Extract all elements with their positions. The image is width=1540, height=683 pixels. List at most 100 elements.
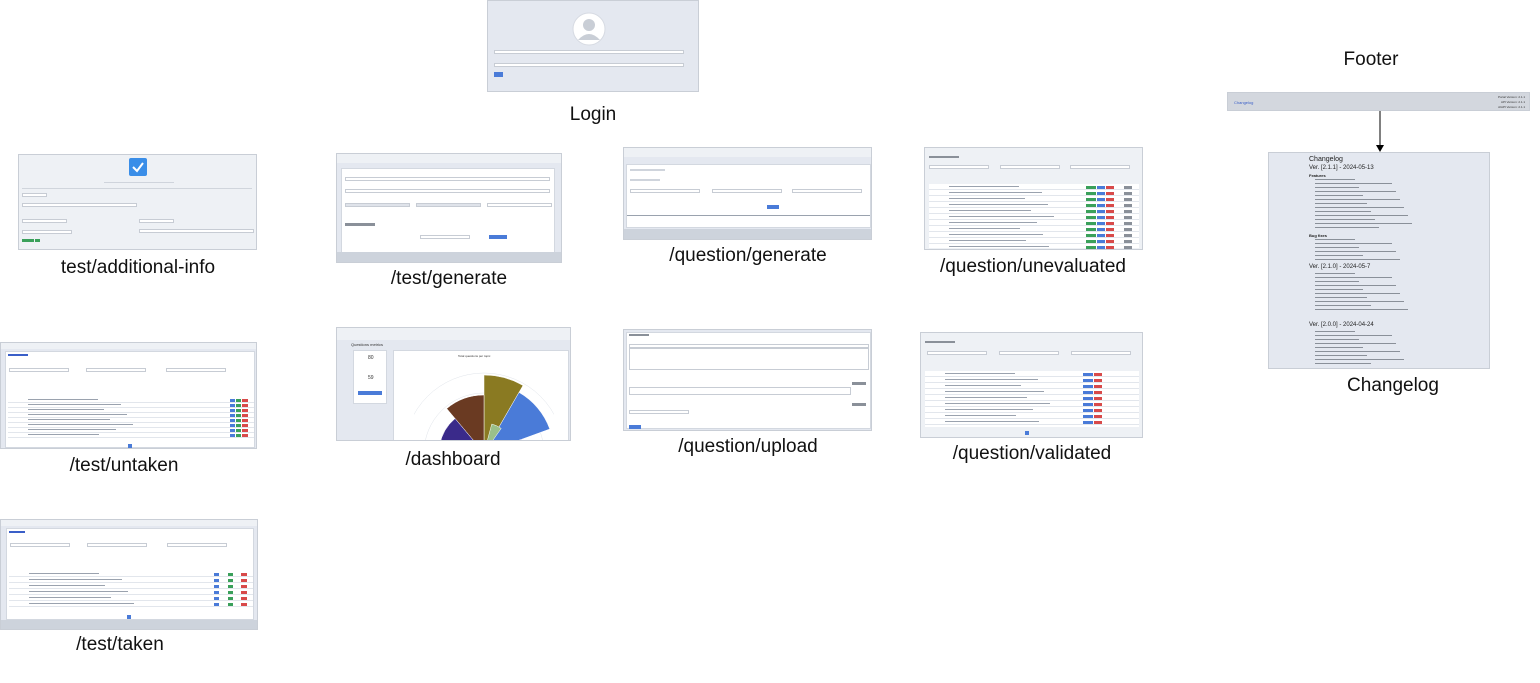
approve-button[interactable] — [1086, 234, 1096, 237]
delete-button[interactable] — [1094, 409, 1102, 412]
view-button[interactable] — [214, 579, 219, 582]
view-button[interactable] — [214, 603, 219, 606]
status-badge[interactable] — [1083, 403, 1093, 406]
view-button[interactable] — [230, 409, 235, 412]
delete-button[interactable] — [1124, 228, 1132, 231]
delete-button[interactable] — [242, 399, 248, 402]
approve-button[interactable] — [1086, 210, 1096, 213]
reject-button[interactable] — [1106, 198, 1114, 201]
filter-3[interactable] — [1070, 165, 1130, 169]
filter-2[interactable] — [999, 351, 1059, 355]
delete-button[interactable] — [1094, 379, 1102, 382]
pagination-button[interactable] — [127, 615, 131, 619]
edit-button[interactable] — [1097, 186, 1105, 189]
approve-button[interactable] — [1086, 216, 1096, 219]
status-badge[interactable] — [1083, 421, 1093, 424]
filter-2[interactable] — [87, 543, 147, 547]
pagination-button[interactable] — [1025, 431, 1029, 435]
reject-button[interactable] — [1106, 228, 1114, 231]
info-field-4[interactable] — [139, 219, 174, 223]
reject-button[interactable] — [1106, 186, 1114, 189]
footer-changelog-link[interactable]: Changelog — [1234, 100, 1254, 105]
filter-3[interactable] — [166, 368, 226, 372]
view-button[interactable] — [214, 591, 219, 594]
approve-button[interactable] — [1086, 246, 1096, 249]
delete-button[interactable] — [241, 597, 247, 600]
delete-button[interactable] — [241, 591, 247, 594]
edit-button[interactable] — [236, 429, 241, 432]
delete-button[interactable] — [1094, 421, 1102, 424]
view-button[interactable] — [230, 414, 235, 417]
delete-button[interactable] — [241, 585, 247, 588]
edit-button[interactable] — [236, 424, 241, 427]
edit-button[interactable] — [1097, 240, 1105, 243]
topic-field[interactable] — [712, 189, 782, 193]
password-field[interactable] — [494, 63, 684, 67]
delete-button[interactable] — [1094, 397, 1102, 400]
answer-field[interactable] — [629, 410, 689, 414]
status-badge[interactable] — [1083, 409, 1093, 412]
delete-button[interactable] — [241, 573, 247, 576]
filter-2[interactable] — [1000, 165, 1060, 169]
delete-button[interactable] — [1124, 234, 1132, 237]
status-badge[interactable] — [1083, 373, 1093, 376]
info-field-5[interactable] — [22, 230, 72, 234]
view-button[interactable] — [230, 434, 235, 437]
delete-button[interactable] — [242, 414, 248, 417]
edit-button[interactable] — [236, 414, 241, 417]
delete-button[interactable] — [1124, 240, 1132, 243]
pagination-button[interactable] — [128, 444, 132, 448]
reject-button[interactable] — [1106, 210, 1114, 213]
view-button[interactable] — [230, 419, 235, 422]
view-button[interactable] — [214, 585, 219, 588]
edit-button[interactable] — [228, 591, 233, 594]
delete-button[interactable] — [1124, 192, 1132, 195]
view-button[interactable] — [230, 429, 235, 432]
editor-area[interactable] — [629, 348, 869, 370]
edit-button[interactable] — [228, 579, 233, 582]
login-button[interactable] — [494, 72, 503, 77]
filter-2[interactable] — [86, 368, 146, 372]
approve-button[interactable] — [1086, 192, 1096, 195]
param-field-2[interactable] — [416, 203, 481, 207]
submit-button[interactable] — [22, 239, 34, 242]
desc-field[interactable] — [345, 189, 550, 193]
view-button[interactable] — [230, 404, 235, 407]
edit-button[interactable] — [1097, 210, 1105, 213]
delete-button[interactable] — [1094, 415, 1102, 418]
approve-button[interactable] — [1086, 204, 1096, 207]
delete-button[interactable] — [1094, 403, 1102, 406]
save-button[interactable] — [629, 425, 641, 429]
edit-button[interactable] — [1097, 198, 1105, 201]
edit-button[interactable] — [1097, 228, 1105, 231]
edit-button[interactable] — [228, 603, 233, 606]
edit-button[interactable] — [1097, 192, 1105, 195]
approve-button[interactable] — [1086, 228, 1096, 231]
param-field-3[interactable] — [487, 203, 552, 207]
generate-button[interactable] — [767, 205, 779, 209]
edit-button[interactable] — [236, 419, 241, 422]
delete-button[interactable] — [242, 434, 248, 437]
secondary-button[interactable] — [35, 239, 40, 242]
edit-button[interactable] — [236, 399, 241, 402]
filter-3[interactable] — [167, 543, 227, 547]
delete-button[interactable] — [242, 404, 248, 407]
filter-1[interactable] — [929, 165, 989, 169]
status-badge[interactable] — [1083, 391, 1093, 394]
status-badge[interactable] — [1083, 379, 1093, 382]
delete-button[interactable] — [1094, 391, 1102, 394]
delete-button[interactable] — [242, 429, 248, 432]
edit-button[interactable] — [1097, 222, 1105, 225]
reject-button[interactable] — [1106, 234, 1114, 237]
count-field[interactable] — [792, 189, 862, 193]
delete-button[interactable] — [1124, 198, 1132, 201]
delete-button[interactable] — [241, 579, 247, 582]
approve-button[interactable] — [1086, 198, 1096, 201]
view-button[interactable] — [214, 573, 219, 576]
info-field-2[interactable] — [22, 203, 137, 207]
generate-button[interactable] — [489, 235, 507, 239]
view-button[interactable] — [214, 597, 219, 600]
stats-button[interactable] — [358, 391, 382, 395]
upload-button-2[interactable] — [852, 403, 866, 406]
edit-button[interactable] — [1097, 216, 1105, 219]
